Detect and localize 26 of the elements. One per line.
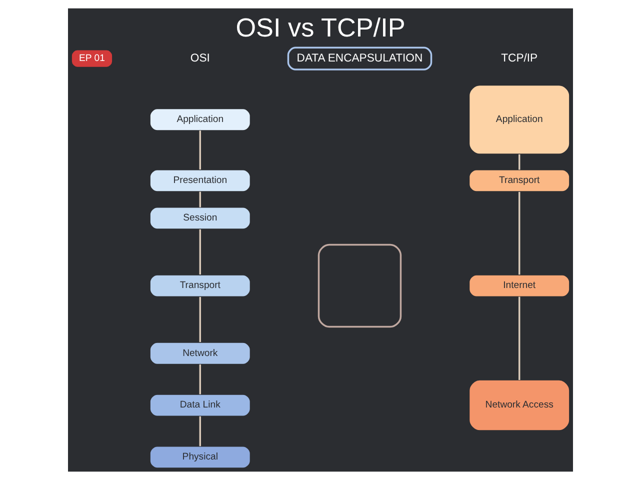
- connector: [518, 154, 520, 170]
- label: EP 01: [78, 53, 104, 64]
- node-box: Presentation: [149, 169, 250, 192]
- connector: [518, 296, 520, 380]
- connector: [518, 192, 520, 275]
- connector: [198, 229, 200, 274]
- label: TCP/IP: [500, 52, 538, 65]
- diagram-title: OSI vs TCP/IP: [235, 12, 405, 42]
- connector: [198, 130, 200, 170]
- node-box: Transport: [149, 274, 250, 298]
- node-box: Session: [149, 206, 250, 230]
- node-box: Application: [149, 108, 250, 131]
- node-box: Network: [149, 342, 250, 365]
- node-box: DATA ENCAPSULATION: [286, 46, 432, 70]
- node-box: [317, 244, 402, 328]
- connector: [198, 364, 200, 394]
- node-box: Physical: [149, 446, 250, 469]
- connector: [198, 416, 200, 446]
- node-box: Internet: [468, 274, 570, 298]
- node-box: Data Link: [149, 394, 250, 417]
- connector: [198, 192, 200, 208]
- node-box: Application: [468, 84, 570, 155]
- node-box: Transport: [468, 169, 570, 192]
- node-box: Network Access: [468, 380, 570, 431]
- connector: [198, 296, 200, 342]
- label: OSI: [190, 52, 210, 65]
